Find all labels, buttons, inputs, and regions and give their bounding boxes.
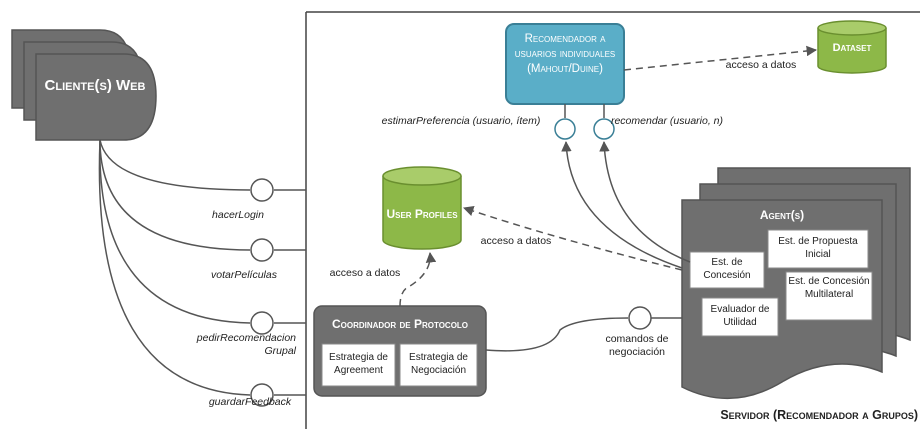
agent-item-concesion [689, 251, 765, 289]
pedirrecomendacion-interface[interactable] [250, 311, 274, 335]
coordinator-item-negociacion [399, 343, 478, 387]
client-connections [98, 139, 306, 396]
pedirrecomendacion-label: pedirRecomendacion Grupal [196, 332, 296, 358]
agent-item-utilidad [701, 297, 779, 337]
recomendar-interface[interactable] [593, 118, 615, 140]
dataset-cylinder [817, 20, 887, 74]
recommender-title: Recomendador a usuarios individuales (Ma… [514, 33, 616, 75]
server-title: Servidor (Recomendador a Grupos) [720, 408, 918, 422]
dataset-edge [623, 45, 818, 71]
coordinator-title: Coordinador de Protocolo [331, 317, 469, 331]
agents-title: Agent(s) [759, 208, 805, 222]
agent-item-concesion-label: Est. de Concesión [703, 257, 751, 281]
coord-profiles-edge [399, 251, 437, 307]
agent-recomendar-edge [599, 140, 691, 263]
coordinator-item-agreement [321, 343, 396, 387]
server-boundary [305, 11, 920, 429]
agent-profiles-edge-label: acceso a datos [481, 235, 552, 247]
user-profiles-cylinder [382, 166, 462, 250]
agent-estimar-edge [561, 140, 683, 269]
guardarfeedback-label: guardarFeedback [209, 396, 292, 408]
coordinator-item-negociacion-label: Estrategia de Negociación [409, 352, 468, 376]
coord-comandos-edge [485, 317, 629, 352]
hacerlogin-label: hacerLogin [212, 209, 264, 221]
estimar-interface[interactable] [554, 118, 576, 140]
client-shape [11, 29, 157, 141]
comandos-interface[interactable] [628, 306, 652, 330]
agent-item-multilateral [785, 271, 873, 321]
dataset-title: Dataset [832, 42, 872, 54]
coord-profiles-edge-label: acceso a datos [330, 267, 401, 279]
user-profiles-title: User Profiles [386, 207, 458, 221]
guardarfeedback-interface[interactable] [250, 383, 274, 407]
hacerlogin-interface[interactable] [250, 178, 274, 202]
votarpeliculas-interface[interactable] [250, 238, 274, 262]
coordinator-item-agreement-label: Estrategia de Agreement [329, 352, 388, 376]
agent-item-propuesta [767, 229, 869, 269]
agent-item-utilidad-label: Evaluador de Utilidad [710, 304, 770, 328]
votarpeliculas-label: votarPelículas [211, 269, 278, 281]
client-title: Cliente(s) Web [44, 77, 146, 94]
dataset-edge-label: acceso a datos [726, 59, 797, 71]
estimar-label: estimarPreferencia (usuario, ítem) [382, 115, 541, 127]
comandos-label: comandos de negociación [605, 333, 669, 359]
agent-item-multilateral-label: Est. de Concesión Multilateral [788, 276, 870, 300]
recomendar-label: recomendar (usuario, n) [611, 115, 723, 127]
agent-item-propuesta-label: Est. de Propuesta Inicial [778, 236, 858, 260]
agent-profiles-edge [463, 206, 683, 271]
